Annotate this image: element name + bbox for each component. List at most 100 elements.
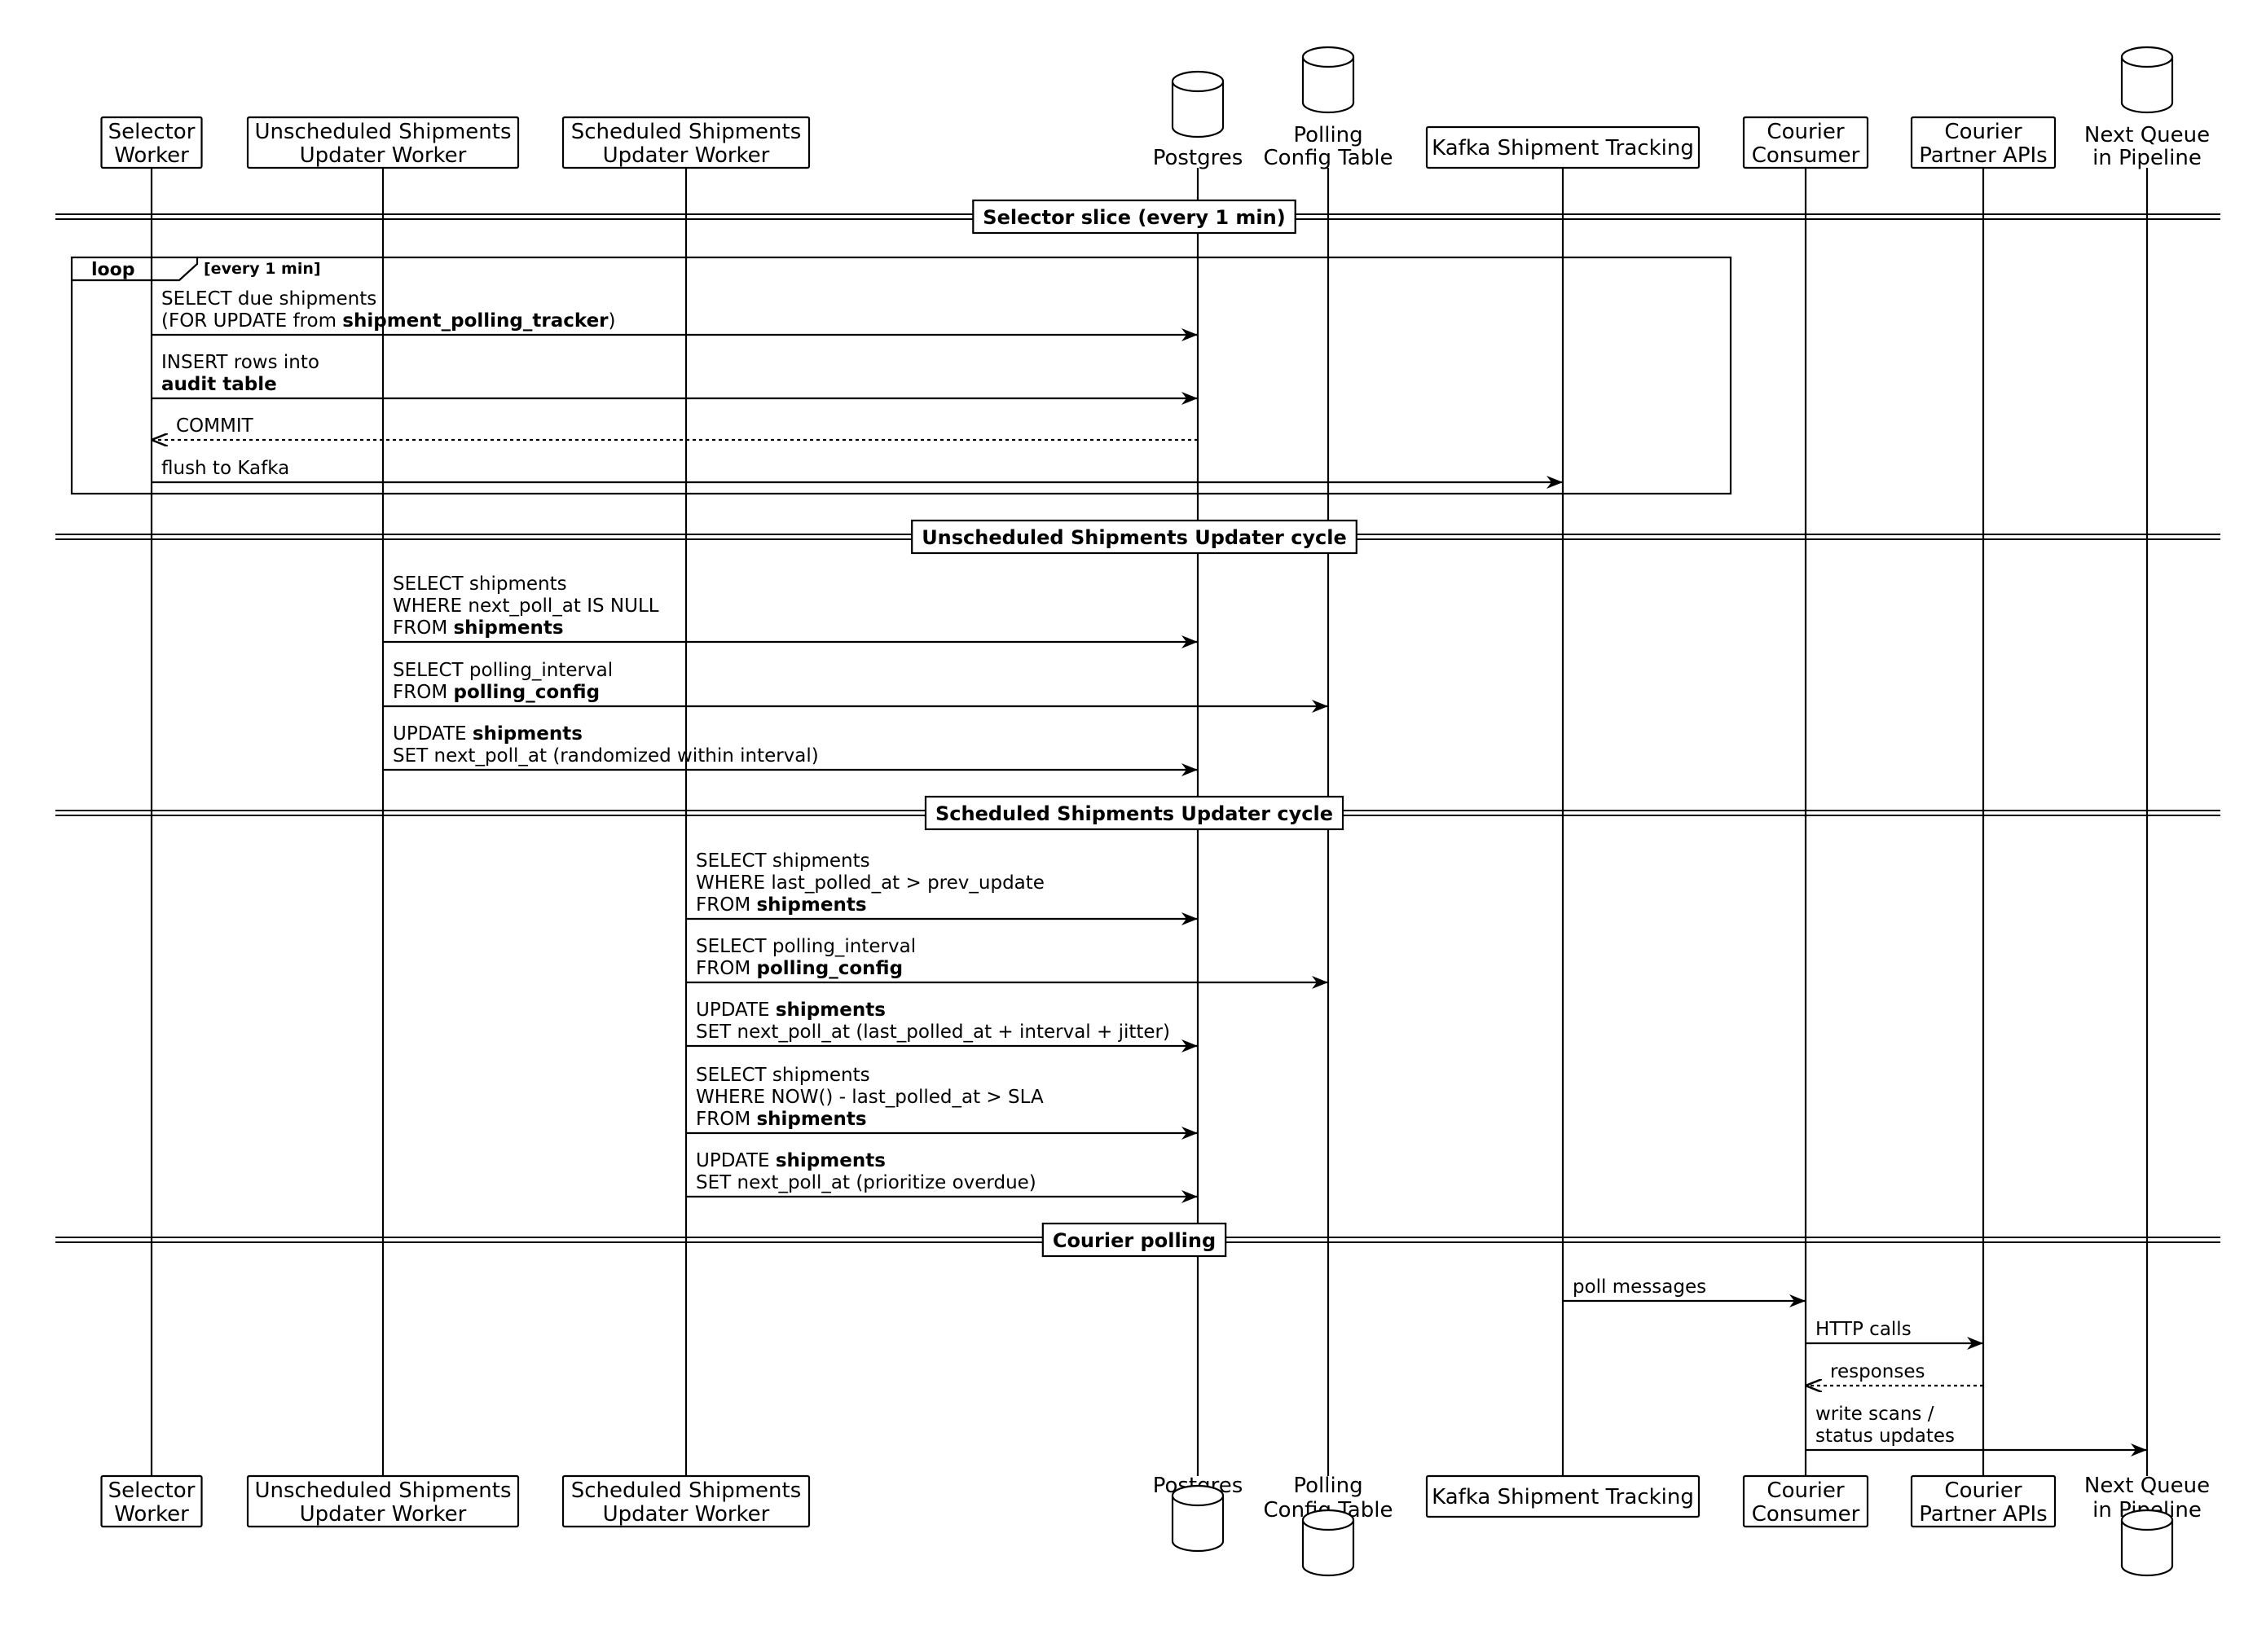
participant-label: Next Queue bbox=[2084, 123, 2210, 147]
message-label: UPDATE shipments bbox=[696, 1150, 886, 1171]
message-text: FROM bbox=[696, 894, 756, 916]
message-14: HTTP calls bbox=[1806, 1319, 1983, 1350]
message-label: WHERE NOW() - last_polled_at > SLA bbox=[696, 1087, 1044, 1108]
message-label: SELECT polling_interval bbox=[393, 660, 613, 681]
message-text: SET next_poll_at (last_polled_at + inter… bbox=[696, 1022, 1170, 1043]
participant-label: Selector bbox=[108, 120, 196, 144]
message-text: shipments bbox=[756, 1109, 866, 1130]
message-text: polling_config bbox=[453, 682, 600, 703]
message-label: (FOR UPDATE from shipment_polling_tracke… bbox=[161, 310, 616, 332]
message-text: status updates bbox=[1815, 1426, 1955, 1447]
message-3: COMMIT bbox=[152, 415, 1198, 440]
section-title: Courier polling bbox=[1053, 1229, 1216, 1252]
database-icon-nextq-bottom bbox=[2120, 1509, 2174, 1577]
message-text: SELECT shipments bbox=[696, 850, 870, 872]
messages: SELECT due shipments(FOR UPDATE from shi… bbox=[152, 288, 2147, 1456]
message-label: COMMIT bbox=[176, 415, 254, 437]
participant-label: Scheduled Shipments bbox=[571, 1478, 802, 1503]
message-13: poll messages bbox=[1563, 1276, 1806, 1307]
database-icon-polling-bottom bbox=[1301, 1509, 1355, 1577]
message-text: HTTP calls bbox=[1815, 1319, 1912, 1340]
participant-label: Updater Worker bbox=[300, 143, 467, 168]
message-16: write scans /status updates bbox=[1806, 1404, 2147, 1456]
participant-label: Courier bbox=[1944, 120, 2022, 144]
message-label: SET next_poll_at (last_polled_at + inter… bbox=[696, 1022, 1170, 1043]
message-label: FROM shipments bbox=[696, 1109, 867, 1130]
message-text: flush to Kafka bbox=[161, 458, 289, 479]
message-text: SET next_poll_at (randomized within inte… bbox=[393, 745, 819, 767]
message-text: SELECT due shipments bbox=[161, 288, 376, 310]
participant-label: Courier bbox=[1944, 1478, 2022, 1503]
message-text: shipments bbox=[756, 894, 866, 916]
message-text: FROM bbox=[696, 958, 756, 979]
participant-label: Scheduled Shipments bbox=[571, 120, 802, 144]
section-title: Selector slice (every 1 min) bbox=[983, 206, 1285, 229]
message-text: UPDATE bbox=[696, 1150, 776, 1171]
separator-sec-unscheduled: Unscheduled Shipments Updater cycle bbox=[55, 519, 2220, 555]
message-label: SELECT shipments bbox=[696, 850, 870, 872]
message-text: polling_config bbox=[756, 958, 903, 979]
message-label: UPDATE shipments bbox=[393, 723, 583, 745]
database-icon-polling-top bbox=[1301, 46, 1355, 114]
message-text: shipments bbox=[776, 1150, 886, 1171]
message-label: FROM polling_config bbox=[393, 682, 600, 703]
message-text: INSERT rows into bbox=[161, 352, 319, 373]
message-text: SELECT polling_interval bbox=[696, 936, 916, 957]
participant-label: Updater Worker bbox=[603, 143, 770, 168]
participant-kafka-bottom: Kafka Shipment Tracking bbox=[1425, 1474, 1701, 1518]
participant-label: Updater Worker bbox=[300, 1502, 467, 1527]
message-15: responses bbox=[1806, 1361, 1983, 1386]
message-label: FROM polling_config bbox=[696, 958, 903, 979]
message-text: COMMIT bbox=[176, 415, 254, 437]
message-label: SET next_poll_at (prioritize overdue) bbox=[696, 1172, 1036, 1193]
section-title: Scheduled Shipments Updater cycle bbox=[935, 802, 1333, 825]
participant-label: Unscheduled Shipments bbox=[254, 1478, 511, 1503]
message-text: FROM bbox=[696, 1109, 756, 1130]
message-text: FROM bbox=[393, 682, 453, 703]
message-label: WHERE last_polled_at > prev_update bbox=[696, 872, 1045, 894]
message-text: FROM bbox=[393, 617, 453, 639]
loop-label: loop bbox=[91, 260, 135, 280]
message-text: WHERE next_poll_at IS NULL bbox=[393, 595, 659, 617]
message-label: write scans / bbox=[1815, 1404, 1934, 1425]
separator-sec-selector: Selector slice (every 1 min) bbox=[55, 199, 2220, 235]
participant-label: Polling bbox=[1293, 123, 1362, 147]
participant-label: Kafka Shipment Tracking bbox=[1432, 136, 1694, 160]
message-label: SELECT shipments bbox=[393, 573, 567, 595]
message-label: SELECT shipments bbox=[696, 1065, 870, 1086]
participant-kafka-top: Kafka Shipment Tracking bbox=[1425, 125, 1701, 169]
participant-label: in Pipeline bbox=[2092, 146, 2202, 170]
loop-condition: [every 1 min] bbox=[204, 260, 321, 278]
participant-label: Kafka Shipment Tracking bbox=[1432, 1485, 1694, 1509]
database-icon-postgres-bottom bbox=[1171, 1484, 1225, 1553]
message-text: WHERE NOW() - last_polled_at > SLA bbox=[696, 1087, 1044, 1108]
message-label: status updates bbox=[1815, 1426, 1955, 1447]
message-label: FROM shipments bbox=[696, 894, 867, 916]
message-label: FROM shipments bbox=[393, 617, 564, 639]
message-text: shipments bbox=[776, 1000, 886, 1021]
message-label: poll messages bbox=[1573, 1276, 1706, 1298]
participant-label: Worker bbox=[114, 1502, 189, 1527]
message-text: SELECT shipments bbox=[696, 1065, 870, 1086]
participant-label: Config Table bbox=[1264, 146, 1393, 170]
message-text: ) bbox=[609, 310, 616, 332]
message-text: UPDATE bbox=[393, 723, 473, 745]
message-label: HTTP calls bbox=[1815, 1319, 1912, 1340]
database-icon-postgres-top bbox=[1171, 70, 1225, 138]
participant-label: Polling bbox=[1293, 1474, 1362, 1498]
